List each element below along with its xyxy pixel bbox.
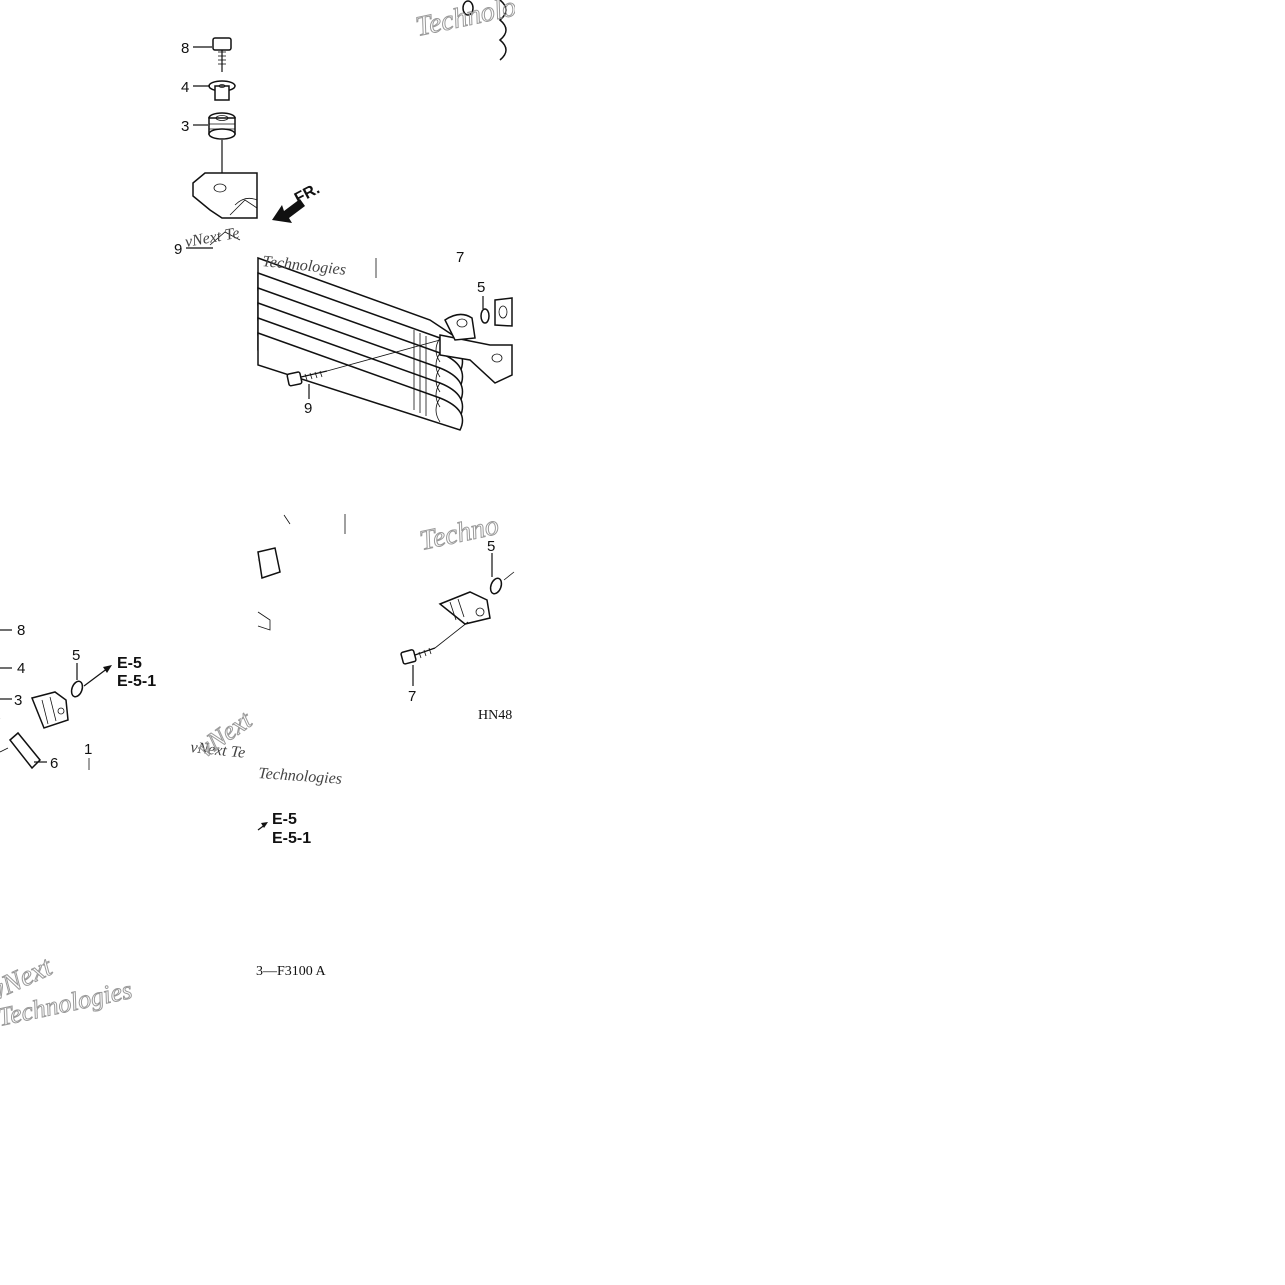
callout-8: 8 [17, 622, 25, 639]
ref-e5: E-5 [272, 811, 297, 828]
ref-e5-1: E-5-1 [117, 673, 156, 690]
callout-5: 5 [477, 279, 485, 296]
callout-3: 3 [14, 692, 22, 709]
collar-4-illustration [208, 80, 236, 101]
blank-area [0, 0, 168, 258]
grommet-3-illustration [208, 112, 236, 140]
callout-1: 1 [84, 741, 92, 758]
cooler-core-illustration [257, 256, 466, 431]
callout-9: 9 [174, 241, 182, 258]
mount-hardware-panel: 8 4 3 9 [174, 37, 323, 258]
watermark-text: vNext Te [184, 225, 241, 251]
cooler-pipe-illustration [255, 528, 491, 631]
reference-arrow-icon [257, 822, 268, 831]
watermark-text: vNext Te [190, 739, 246, 762]
callout-3: 3 [181, 118, 189, 135]
bracket-illustration [192, 172, 258, 246]
lower-left-panel: 8 4 3 5 E-5 E-5-1 6 1 vNext Te Technol [0, 622, 343, 788]
hose-illustration [0, 691, 69, 770]
o-ring-illustration [70, 680, 84, 698]
blank-area [515, 0, 1285, 1285]
bolt-7-illustration [400, 621, 469, 665]
ref-e5-1: E-5-1 [272, 830, 311, 847]
lower-reference: E-5 E-5-1 [257, 811, 311, 847]
bolt-9-illustration [286, 339, 441, 387]
cooler-bracket-illustration [439, 313, 513, 384]
callout-4: 4 [181, 79, 189, 96]
diagram-code: 3—F3100 A [256, 964, 327, 979]
callout-8: 8 [181, 40, 189, 57]
callout-7: 7 [408, 688, 416, 705]
cooler-pipe-panel: 5 7 HN48 Techno [255, 509, 515, 723]
callout-6: 6 [50, 755, 58, 772]
callout-5: 5 [72, 647, 80, 664]
reference-arrow-icon [83, 665, 112, 687]
bolt-8-illustration [212, 37, 232, 72]
watermark-text: Technologies [258, 765, 343, 788]
callout-4: 4 [17, 660, 25, 677]
front-arrow-icon: FR. [272, 180, 323, 223]
oil-cooler-panel: 5 9 7 Technologies [257, 249, 513, 431]
diagram-code: HN48 [478, 708, 512, 723]
callout-7: 7 [456, 249, 464, 266]
fitting-illustration [480, 297, 513, 327]
watermark-group: vNext Technologies [0, 950, 135, 1032]
callout-9: 9 [304, 400, 312, 417]
callout-5: 5 [487, 538, 495, 555]
o-ring-illustration [489, 577, 503, 595]
ref-e5: E-5 [117, 655, 142, 672]
